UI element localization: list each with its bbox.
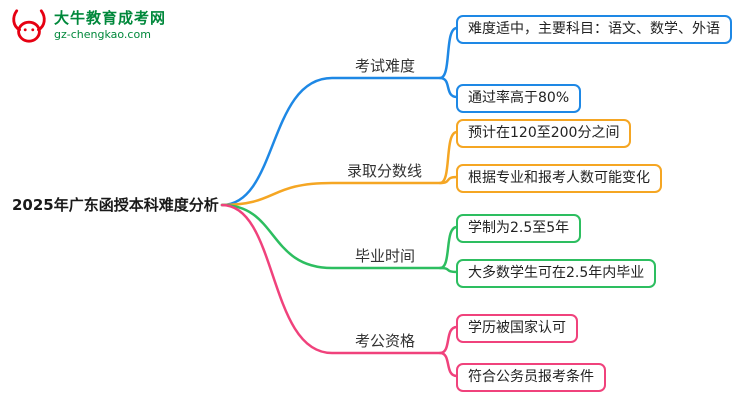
branch-line-exam	[220, 26, 459, 207]
branch-line-score	[220, 130, 459, 207]
branch-line-graduation	[220, 203, 459, 270]
brand-name: 大牛教育成考网	[54, 9, 167, 27]
branch-node-graduation-time: 毕业时间	[355, 247, 416, 265]
leaf-node-score-variation: 根据专业和报考人数可能变化	[456, 164, 662, 193]
branch-node-civil-eligibility: 考公资格	[355, 332, 416, 350]
leaf-node-civil-exam-eligible: 符合公务员报考条件	[456, 363, 606, 392]
brand-block: 大牛教育成考网 gz-chengkao.com	[10, 8, 166, 48]
branch-line-civil-2	[438, 351, 459, 378]
leaf-node-score-range: 预计在120至200分之间	[456, 119, 632, 148]
leaf-node-state-recognition: 学历被国家认可	[456, 314, 578, 343]
brand-text: 大牛教育成考网 gz-chengkao.com	[54, 8, 166, 42]
branch-node-admission-score: 录取分数线	[347, 162, 423, 180]
branch-line-exam-2	[438, 76, 459, 99]
branch-line-graduation-2	[438, 266, 459, 274]
branch-line-score-2	[438, 175, 459, 185]
root-node: 2025年广东函授本科难度分析	[12, 196, 219, 214]
leaf-node-study-length: 学制为2.5至5年	[456, 214, 582, 243]
leaf-node-exam-subjects: 难度适中，主要科目：语文、数学、外语	[456, 15, 732, 44]
branch-node-exam-difficulty: 考试难度	[355, 57, 416, 75]
bull-logo-icon	[10, 8, 48, 48]
leaf-node-graduate-time: 大多数学生可在2.5年内毕业	[456, 259, 657, 288]
leaf-node-pass-rate: 通过率高于80%	[456, 84, 582, 113]
branch-line-civil	[220, 203, 459, 355]
brand-domain: gz-chengkao.com	[54, 28, 151, 41]
